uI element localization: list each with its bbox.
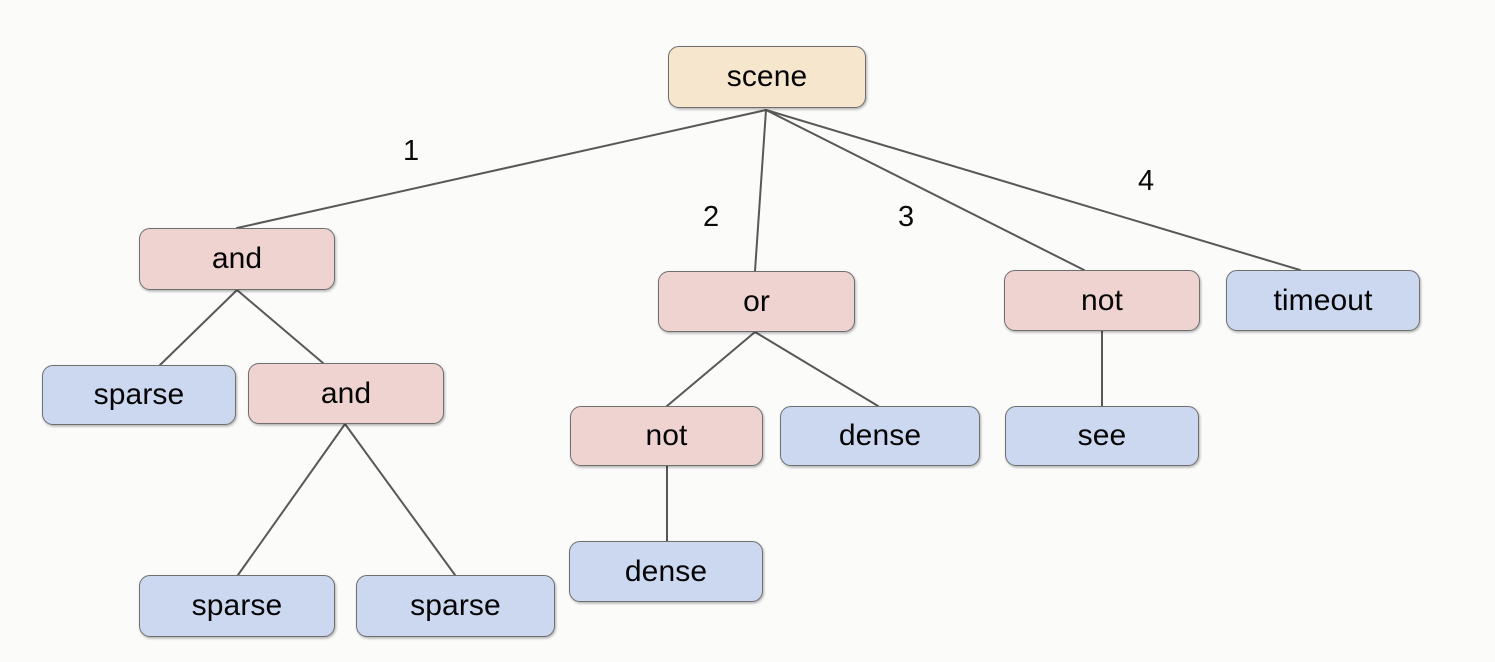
tree-node-not2[interactable]: not: [1004, 270, 1200, 331]
tree-node-not1[interactable]: not: [570, 406, 763, 466]
edge-scene-to-or1: [754, 109, 767, 272]
edge-scene-to-not2: [765, 109, 1085, 271]
edge-scene-to-and1: [236, 109, 767, 229]
edge-label-1: 1: [403, 135, 420, 167]
tree-node-see1[interactable]: see: [1005, 406, 1199, 466]
tree-node-dense2[interactable]: dense: [569, 541, 763, 602]
edge-and2-to-sparse3: [344, 423, 456, 576]
edge-scene-to-timeout1: [765, 109, 1301, 271]
tree-node-and1[interactable]: and: [139, 228, 335, 290]
edge-and2-to-sparse2: [237, 423, 346, 576]
edge-or1-to-dense1: [754, 331, 879, 407]
tree-node-dense1[interactable]: dense: [780, 406, 980, 466]
edge-label-3: 3: [898, 201, 915, 233]
edge-label-4: 4: [1138, 165, 1155, 197]
tree-node-and2[interactable]: and: [248, 363, 444, 424]
tree-node-sparse3[interactable]: sparse: [356, 575, 555, 637]
tree-node-timeout1[interactable]: timeout: [1226, 270, 1420, 331]
tree-node-sparse1[interactable]: sparse: [42, 365, 236, 425]
tree-node-scene[interactable]: scene: [668, 46, 866, 108]
edge-or1-to-not1: [666, 331, 756, 407]
edge-label-2: 2: [703, 201, 720, 233]
tree-node-or1[interactable]: or: [658, 271, 855, 332]
tree-node-sparse2[interactable]: sparse: [139, 575, 335, 637]
edge-and1-to-sparse1: [159, 289, 238, 366]
edge-and1-to-and2: [236, 289, 324, 364]
